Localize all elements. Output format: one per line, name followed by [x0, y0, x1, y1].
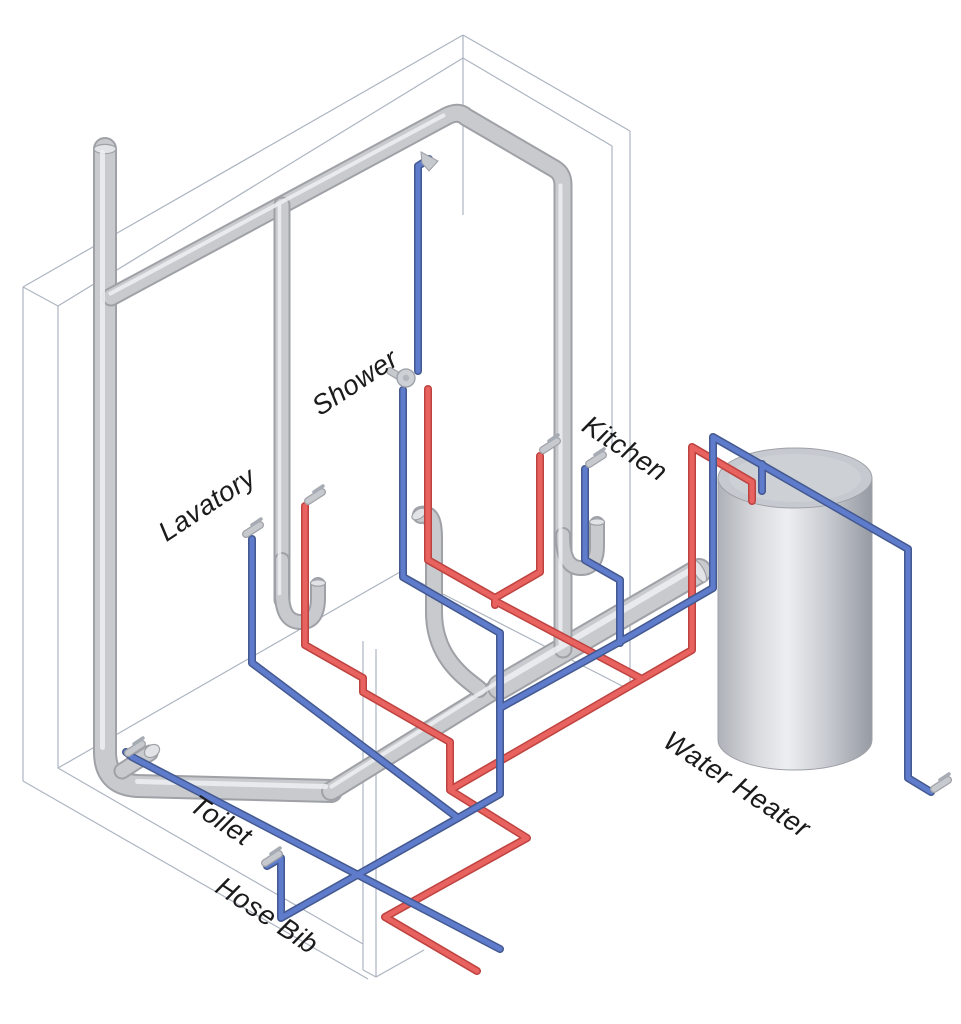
lavatory-hot-line	[302, 503, 453, 791]
building-drain-lower-pipe	[323, 675, 514, 799]
hose-bib-label: Hose Bib	[210, 870, 324, 960]
toilet-valve-icon	[124, 736, 146, 757]
kitchen-label: Kitchen	[577, 409, 674, 487]
shower-hot-line	[425, 386, 498, 608]
vent-branch-pipe	[103, 105, 571, 657]
cold-water-main-line	[264, 434, 934, 921]
hot-water-trunk-line	[492, 598, 643, 681]
fixture-valves	[124, 151, 952, 867]
kitchen-cold-stop-icon	[585, 447, 607, 468]
lavatory-trap-inlet	[309, 579, 327, 587]
water-heater-tank	[717, 447, 873, 771]
pipe-highlights	[100, 113, 697, 789]
shower-cold-line	[400, 387, 503, 713]
kitchen-cold-line	[582, 466, 623, 646]
lavatory-hot-stop-icon	[304, 484, 326, 505]
lavatory-cold-stop-icon	[242, 517, 264, 538]
kitchen-hot-stop-icon	[539, 433, 561, 454]
main-vent-stack-pipe	[95, 139, 341, 801]
lavatory-cold-line	[249, 536, 461, 821]
shower-mixing-valve-icon	[386, 367, 416, 388]
shower-label: Shower	[306, 342, 404, 422]
building-drain-main-pipe	[489, 560, 710, 698]
kitchen-trap-pipe	[557, 518, 603, 574]
drain-waste-vent-pipes	[93, 103, 712, 803]
shower-head-icon	[420, 151, 439, 172]
kitchen-hot-line	[492, 453, 543, 601]
lavatory-trap-pipe	[276, 554, 324, 628]
wall-frame-outline	[22, 34, 631, 980]
hose-bib-left-valve-icon	[261, 846, 283, 867]
hose-bib-right-valve-icon	[930, 772, 952, 793]
shower-riser-line	[415, 156, 432, 374]
kitchen-trap-inlet	[588, 518, 606, 526]
cleanout-open-end	[143, 743, 161, 759]
vent-stack-top-opening	[93, 143, 117, 155]
